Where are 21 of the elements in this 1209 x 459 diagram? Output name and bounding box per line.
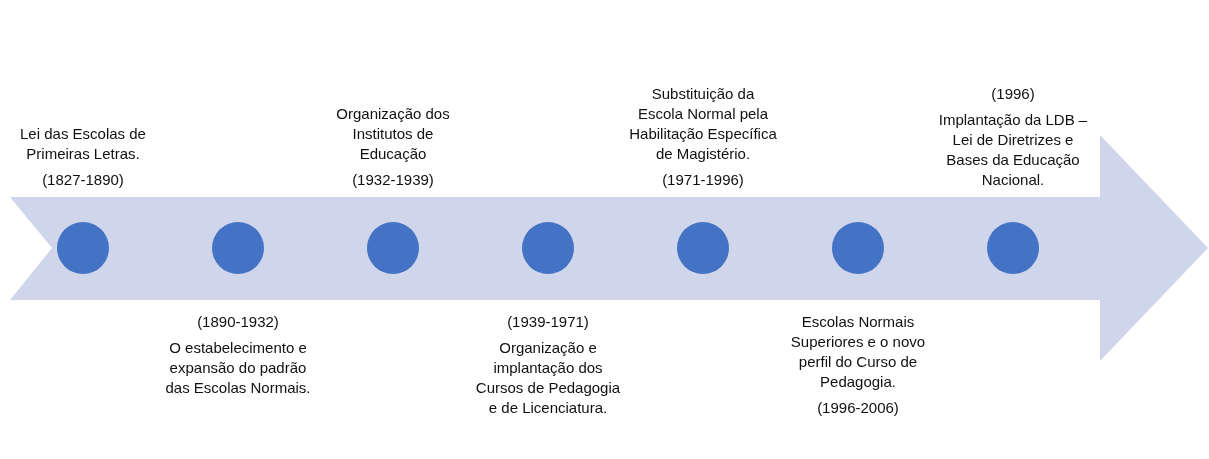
event-description: Substituição da Escola Normal pela Habilitação Específica de Magistério.	[628, 84, 778, 164]
timeline-dot	[367, 222, 419, 274]
event-description: Organização e implantação dos Cursos de Pedagogia e de Licenciatura.	[474, 338, 622, 418]
date-range: (1939-1971)	[507, 312, 589, 332]
timeline-dot	[832, 222, 884, 274]
event-description: Escolas Normais Superiores e o novo perfil do Curso de Pedagogia.	[789, 312, 927, 392]
date-range: (1996)	[991, 84, 1035, 104]
timeline-dot	[987, 222, 1039, 274]
event-description: Lei das Escolas de Primeiras Letras.	[19, 124, 147, 164]
event-description: Implantação da LDB – Lei de Diretrizes e Bases da Educação Nacional.	[938, 110, 1088, 190]
date-range: (1890-1932)	[197, 312, 279, 332]
event-description: O estabelecimento e expansão do padrão das Escolas Normais.	[164, 338, 312, 398]
timeline-dot	[522, 222, 574, 274]
timeline-dot	[677, 222, 729, 274]
date-range: (1932-1939)	[352, 170, 434, 190]
timeline-dot	[212, 222, 264, 274]
timeline-dot	[57, 222, 109, 274]
date-range: (1827-1890)	[42, 170, 124, 190]
date-range: (1996-2006)	[817, 398, 899, 418]
date-range: (1971-1996)	[662, 170, 744, 190]
event-description: Organização dos Institutos de Educação	[335, 104, 451, 164]
